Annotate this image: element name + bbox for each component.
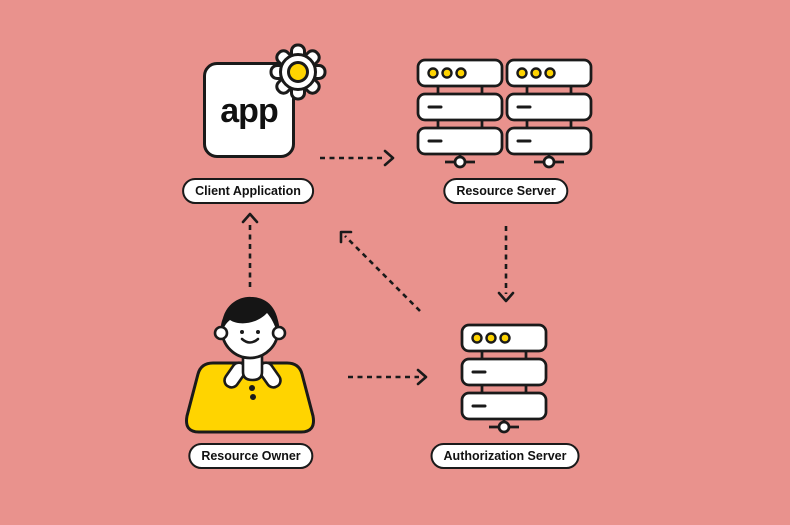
resource-owner-label: Resource Owner: [188, 443, 314, 470]
gear-icon: [269, 43, 327, 101]
arrow-resource-owner-to-authorization-server: [348, 368, 428, 386]
resource-server-label: Resource Server: [443, 178, 569, 205]
arrow-resource-owner-to-client: [241, 212, 259, 287]
app-icon-text: app: [220, 92, 278, 130]
server-stack-icon: [416, 58, 504, 169]
client-application-label: Client Application: [182, 178, 314, 205]
arrow-authorization-server-to-client: [339, 230, 421, 312]
arrow-client-to-resource-server: [320, 149, 395, 167]
arrow-resource-server-to-authorization-server: [497, 226, 515, 303]
server-stack-icon: [460, 323, 548, 434]
authorization-server-label: Authorization Server: [430, 443, 580, 470]
server-stack-icon: [505, 58, 593, 169]
person-icon: [185, 296, 315, 434]
